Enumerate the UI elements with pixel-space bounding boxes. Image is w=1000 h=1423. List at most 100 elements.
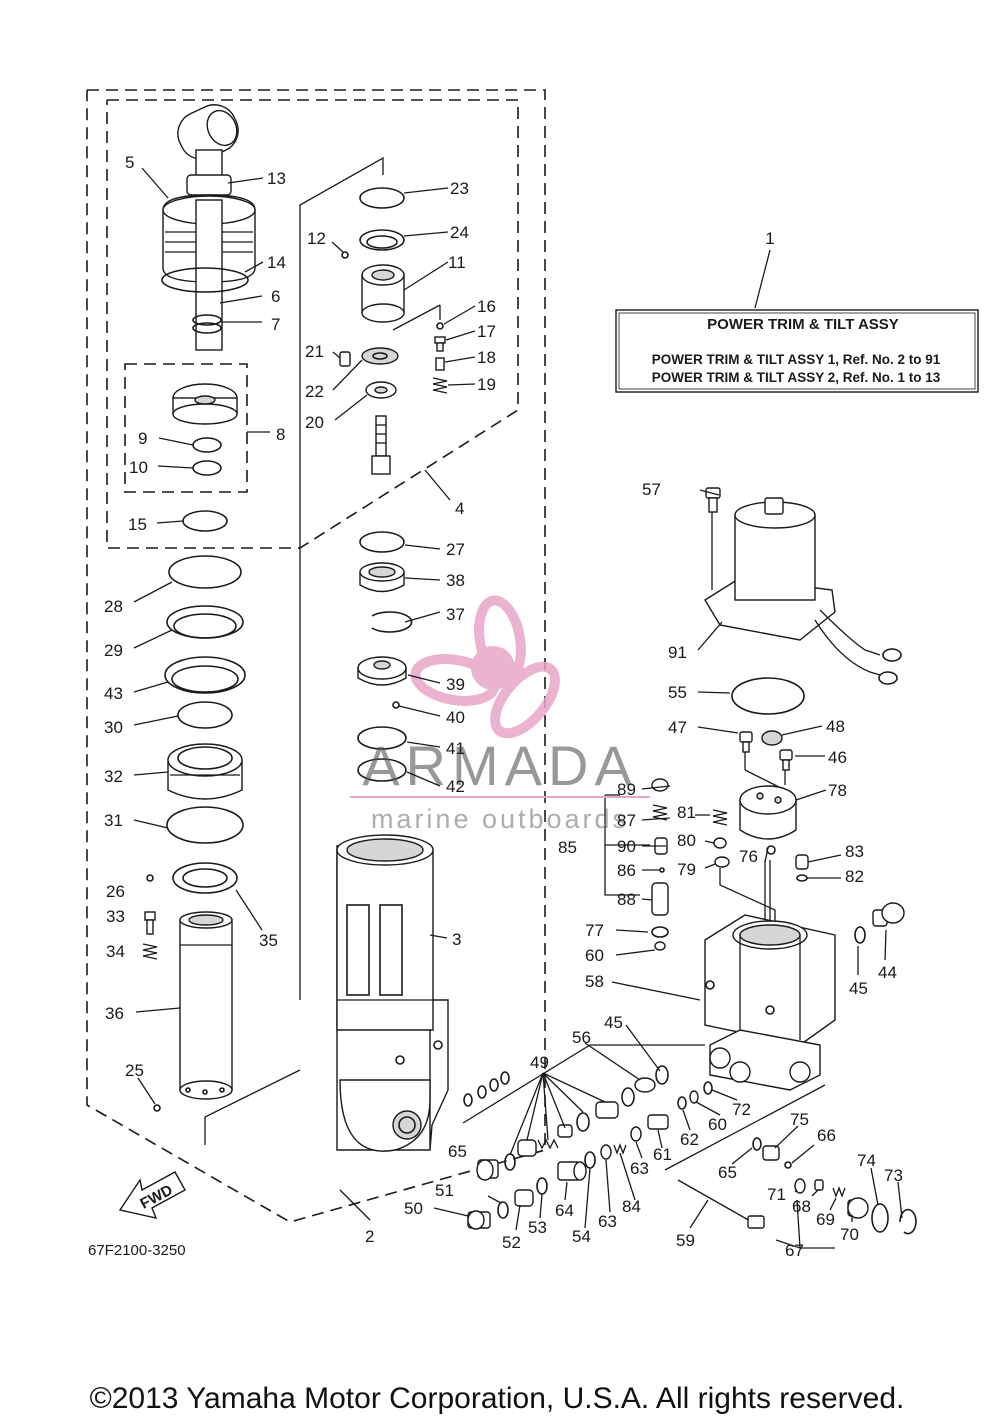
leader-lines — [133, 167, 903, 1231]
callout-46: 46 — [828, 748, 847, 767]
callout-72: 72 — [732, 1100, 751, 1119]
valve-assembly-illustration — [172, 383, 238, 476]
spool-52 — [514, 1189, 534, 1207]
callout-6: 6 — [271, 287, 280, 306]
watermark-brand: ARMADA — [362, 734, 638, 797]
bolt-46 — [779, 749, 793, 771]
o-rings-65 — [463, 1071, 510, 1107]
tilt-ram-parts — [142, 104, 256, 1112]
callout-5: 5 — [125, 153, 134, 172]
callout-76: 76 — [739, 847, 758, 866]
assembly-boundaries — [86, 89, 546, 1223]
callout-55: 55 — [668, 683, 687, 702]
valve-chain-parts — [467, 1065, 917, 1235]
callout-26: 26 — [106, 882, 125, 901]
screw-33 — [144, 911, 156, 935]
callout-61: 61 — [653, 1145, 672, 1164]
pin-21 — [339, 351, 351, 367]
motor-91-illustration — [704, 497, 902, 685]
o-ring-30 — [177, 701, 233, 729]
o-ring-27 — [359, 531, 405, 553]
bolt-47 — [739, 731, 753, 753]
callout-60-lower: 60 — [708, 1115, 727, 1134]
callout-49: 49 — [530, 1053, 549, 1072]
callout-52: 52 — [502, 1233, 521, 1252]
callout-56: 56 — [572, 1028, 591, 1047]
plug-50 — [467, 1210, 491, 1230]
callout-89: 89 — [617, 780, 636, 799]
shaft-59 — [677, 1179, 765, 1229]
ball-12 — [341, 251, 349, 259]
info-box-line-2: POWER TRIM & TILT ASSY 2, Ref. No. 1 to … — [652, 370, 941, 385]
o-ring-65 — [752, 1137, 762, 1151]
callout-80: 80 — [677, 831, 696, 850]
callout-45-manifold: 45 — [849, 979, 868, 998]
circlip-37 — [371, 611, 413, 633]
callout-29: 29 — [104, 641, 123, 660]
spool-75 — [762, 1145, 780, 1161]
o-ring-55 — [731, 677, 805, 715]
callout-42: 42 — [446, 777, 465, 796]
callout-73: 73 — [884, 1166, 903, 1185]
callout-38: 38 — [446, 571, 465, 590]
ball-66 — [784, 1161, 792, 1169]
callout-22: 22 — [305, 382, 324, 401]
cap-38-illustration — [359, 562, 405, 593]
callout-11: 11 — [448, 253, 466, 272]
callout-41: 41 — [446, 739, 465, 758]
o-ring-54 — [584, 1151, 596, 1169]
o-ring-28 — [168, 555, 242, 589]
callout-30: 30 — [104, 718, 123, 737]
callout-9: 9 — [138, 429, 147, 448]
callout-10: 10 — [129, 458, 148, 477]
info-box-line-1: POWER TRIM & TILT ASSY 1, Ref. No. 2 to … — [652, 352, 941, 367]
callout-4: 4 — [455, 499, 464, 518]
callout-87: 87 — [617, 811, 636, 830]
callout-16: 16 — [477, 297, 496, 316]
tilt-ram-head-illustration — [161, 104, 256, 351]
callout-48: 48 — [826, 717, 845, 736]
backup-ring-29 — [166, 605, 244, 639]
callout-18: 18 — [477, 348, 496, 367]
callout-69: 69 — [816, 1210, 835, 1229]
backup-ring-24 — [359, 229, 405, 251]
o-ring-45 — [854, 926, 866, 944]
spring-34 — [142, 943, 158, 960]
o-ring-15 — [182, 510, 228, 532]
callout-88: 88 — [617, 890, 636, 909]
plug-44 — [872, 902, 905, 927]
callout-32: 32 — [104, 767, 123, 786]
callout-20: 20 — [305, 413, 324, 432]
callout-13: 13 — [267, 169, 286, 188]
o-ring-31 — [166, 806, 244, 844]
copyright-notice: ©2013 Yamaha Motor Corporation, U.S.A. A… — [90, 1382, 905, 1415]
callout-64: 64 — [555, 1201, 574, 1220]
callout-51: 51 — [435, 1181, 454, 1200]
valve-group-67 — [794, 1178, 917, 1235]
callout-86: 86 — [617, 861, 636, 880]
callout-74: 74 — [857, 1151, 876, 1170]
callout-39: 39 — [446, 675, 465, 694]
o-ring-43 — [164, 656, 246, 694]
callout-43: 43 — [104, 684, 123, 703]
piston-61 — [647, 1114, 669, 1130]
o-ring-41 — [357, 726, 407, 750]
diagram-code: 67F2100-3250 — [88, 1242, 186, 1259]
plug-65 — [476, 1159, 499, 1181]
propeller-logo — [410, 595, 560, 739]
check-valve-64 — [557, 1161, 587, 1181]
ball-25 — [153, 1104, 161, 1112]
callout-82: 82 — [845, 867, 864, 886]
o-ring-23 — [359, 187, 405, 209]
cylinder-cap-32-illustration — [167, 743, 243, 800]
callout-54: 54 — [572, 1227, 591, 1246]
callout-50: 50 — [404, 1199, 423, 1218]
callout-19: 19 — [477, 375, 496, 394]
callout-57: 57 — [642, 480, 661, 499]
manifold-58-illustration — [704, 914, 836, 1091]
callout-37: 37 — [446, 605, 465, 624]
callout-35: 35 — [259, 931, 278, 950]
callout-12: 12 — [307, 229, 326, 248]
cylinder-parts — [336, 187, 510, 1152]
callout-36: 36 — [105, 1004, 124, 1023]
